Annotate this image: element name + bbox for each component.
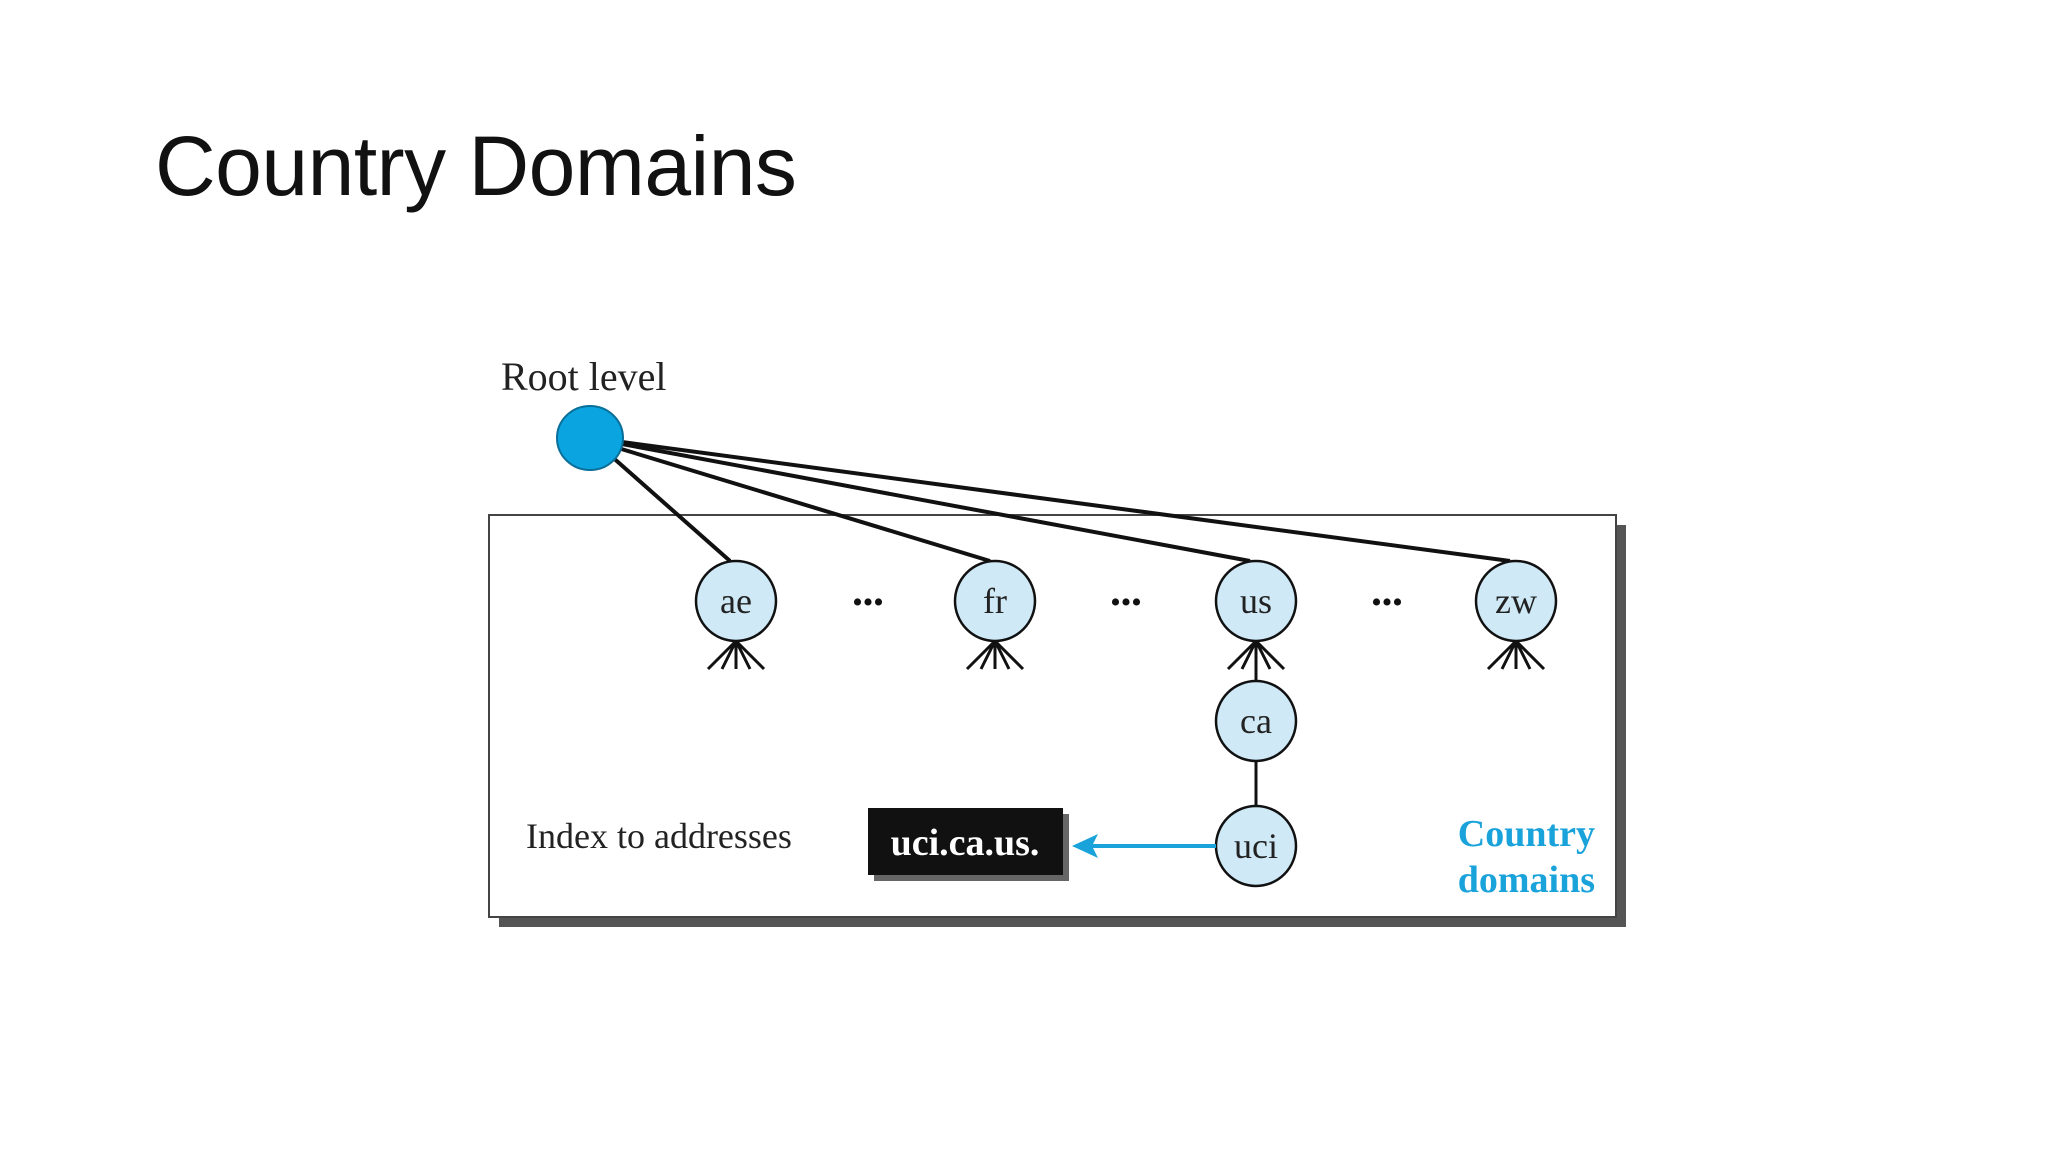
index-label: Index to addresses: [526, 816, 792, 856]
node-ca: ca: [1214, 679, 1298, 763]
edge-root-fr: [617, 446, 991, 563]
svg-text:uci: uci: [1234, 826, 1278, 866]
svg-text:us: us: [1240, 581, 1272, 621]
svg-text:ae: ae: [720, 581, 752, 621]
node-zw: zw: [1474, 559, 1558, 643]
node-us: us: [1214, 559, 1298, 643]
ellipsis-1: •••: [852, 586, 884, 619]
ellipsis-2: •••: [1110, 586, 1142, 619]
root-node: [556, 405, 624, 471]
child-fans: [706, 639, 1546, 806]
ellipsis-3: •••: [1371, 586, 1403, 619]
arrow-uci-to-address: [1072, 834, 1216, 858]
svg-text:zw: zw: [1495, 581, 1537, 621]
svg-text:fr: fr: [983, 581, 1007, 621]
edge-root-us: [621, 442, 1251, 563]
edge-root-ae: [608, 453, 732, 563]
box-label-line2: domains: [1458, 859, 1595, 901]
root-edges: [608, 440, 1511, 563]
node-ae: ae: [694, 559, 778, 643]
svg-text:ca: ca: [1240, 701, 1272, 741]
node-fr: fr: [953, 559, 1037, 643]
box-label-line1: Country: [1458, 813, 1595, 855]
address-box: [868, 808, 1063, 875]
node-uci: uci: [1214, 804, 1298, 888]
edge-root-zw: [621, 440, 1511, 563]
address-text: uci.ca.us.: [891, 822, 1040, 864]
slide-title: Country Domains: [155, 119, 797, 213]
root-level-label: Root level: [501, 354, 667, 399]
